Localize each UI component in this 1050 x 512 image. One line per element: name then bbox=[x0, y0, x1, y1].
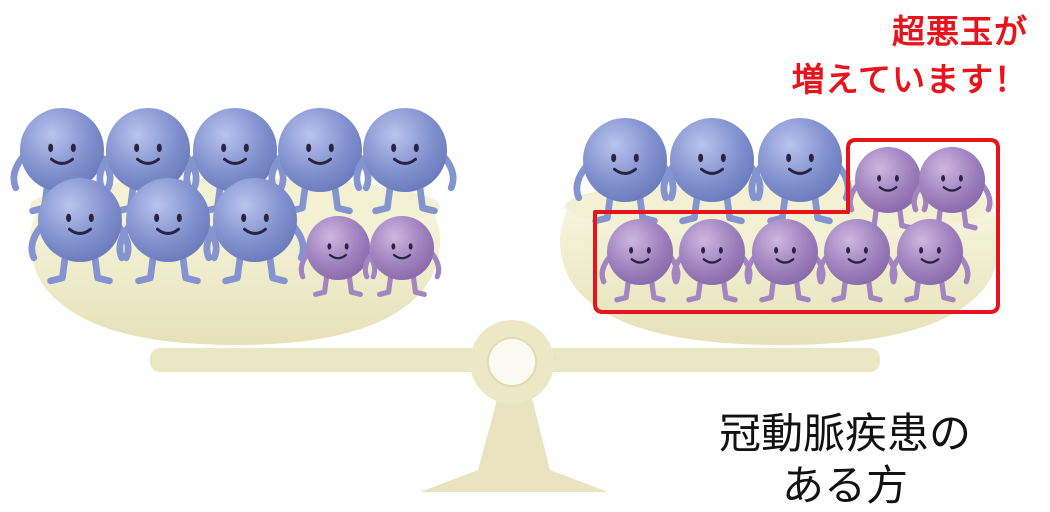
good-particle-left-back-2 bbox=[96, 108, 200, 215]
bad-particle-right-upper-2 bbox=[911, 147, 993, 231]
caption-line-2: ある方 bbox=[781, 461, 908, 510]
good-particle-left-front-1 bbox=[28, 178, 132, 285]
good-particle-right-2 bbox=[660, 118, 764, 225]
good-particle-left-back-5 bbox=[353, 108, 457, 215]
bad-particle-left-2 bbox=[362, 216, 442, 297]
callout-line-2: 増えています！ bbox=[791, 60, 1028, 99]
bad-particle-right-lower-4 bbox=[816, 219, 898, 303]
good-particle-right-1 bbox=[573, 118, 677, 225]
good-particle-right-3 bbox=[748, 118, 852, 225]
bad-particle-right-lower-1 bbox=[599, 219, 681, 303]
callout-text: 超悪玉が 増えています！ bbox=[748, 8, 1028, 104]
highlight-box bbox=[593, 138, 1000, 314]
bad-particle-right-lower-5 bbox=[889, 219, 971, 303]
bad-particle-right-lower-2 bbox=[671, 219, 753, 303]
cholesterol-characters bbox=[10, 108, 993, 303]
bad-particle-left-1 bbox=[298, 216, 378, 297]
good-particle-left-front-3 bbox=[203, 178, 307, 285]
caption-line-1: 冠動脈疾患の bbox=[718, 409, 971, 458]
callout-line-1: 超悪玉が bbox=[892, 12, 1028, 51]
balance-stand bbox=[150, 320, 880, 492]
good-particle-left-front-2 bbox=[116, 178, 220, 285]
caption: 冠動脈疾患の ある方 bbox=[690, 408, 1000, 512]
